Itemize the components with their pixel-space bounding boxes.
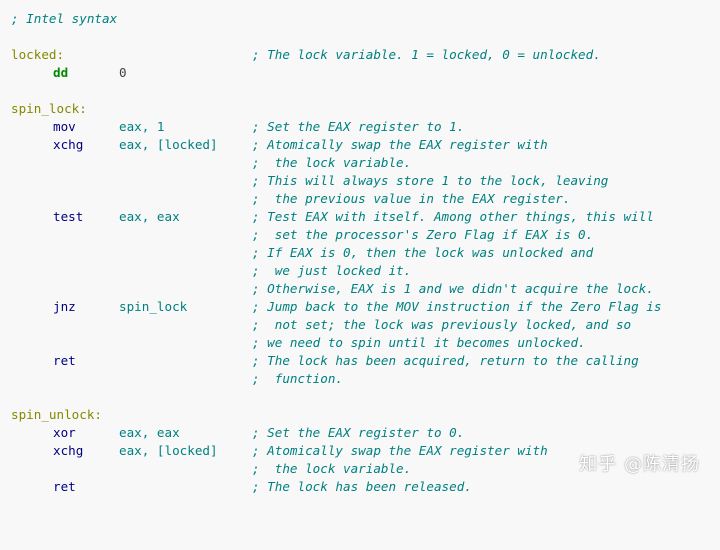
code-line: mov eax, 1 ; Set the EAX register to 1. bbox=[0, 118, 464, 136]
code-line: xor eax, eax ; Set the EAX register to 0… bbox=[0, 424, 464, 442]
asm-mnemonic: ret bbox=[53, 479, 76, 494]
asm-comment: ; Atomically swap the EAX register with bbox=[252, 137, 548, 152]
asm-comment: ; the lock variable. bbox=[252, 155, 412, 170]
code-line: xchg eax, [locked] ; Atomically swap the… bbox=[0, 136, 548, 154]
asm-comment: ; The lock has been released. bbox=[252, 479, 472, 494]
code-line: ; This will always store 1 to the lock, … bbox=[0, 172, 608, 190]
code-line: xchg eax, [locked] ; Atomically swap the… bbox=[0, 442, 548, 460]
asm-mnemonic: xor bbox=[53, 425, 76, 440]
asm-comment: ; Test EAX with itself. Among other thin… bbox=[252, 209, 654, 224]
code-line: ; set the processor's Zero Flag if EAX i… bbox=[0, 226, 593, 244]
asm-comment: ; Set the EAX register to 0. bbox=[252, 425, 465, 440]
asm-operand: eax, [locked] bbox=[119, 137, 218, 152]
asm-comment: ; Atomically swap the EAX register with bbox=[252, 443, 548, 458]
asm-operand: eax, [locked] bbox=[119, 443, 218, 458]
code-line: ; the lock variable. bbox=[0, 460, 411, 478]
asm-operand: spin_lock bbox=[119, 299, 188, 314]
code-line: ; the lock variable. bbox=[0, 154, 411, 172]
code-line: spin_unlock: bbox=[0, 406, 102, 424]
code-line: ret ; The lock has been acquired, return… bbox=[0, 352, 639, 370]
code-line: ; If EAX is 0, then the lock was unlocke… bbox=[0, 244, 593, 262]
asm-comment: ; the previous value in the EAX register… bbox=[252, 191, 571, 206]
asm-value: 0 bbox=[119, 65, 127, 80]
asm-comment: ; function. bbox=[252, 371, 343, 386]
asm-comment: ; not set; the lock was previously locke… bbox=[252, 317, 632, 332]
code-line: ; the previous value in the EAX register… bbox=[0, 190, 570, 208]
asm-mnemonic: jnz bbox=[53, 299, 76, 314]
asm-comment: ; This will always store 1 to the lock, … bbox=[252, 173, 609, 188]
asm-directive: dd bbox=[53, 65, 69, 80]
asm-mnemonic: test bbox=[53, 209, 84, 224]
asm-comment: ; set the processor's Zero Flag if EAX i… bbox=[252, 227, 594, 242]
asm-comment: ; Otherwise, EAX is 1 and we didn't acqu… bbox=[252, 281, 654, 296]
code-line: spin_lock: bbox=[0, 100, 87, 118]
asm-operand: eax, eax bbox=[119, 425, 180, 440]
asm-label: locked: bbox=[11, 47, 65, 62]
code-line: dd 0 bbox=[0, 64, 127, 82]
code-listing: ; Intel syntax locked: ; The lock variab… bbox=[0, 10, 661, 496]
code-line: ; Otherwise, EAX is 1 and we didn't acqu… bbox=[0, 280, 654, 298]
code-line: ; we just locked it. bbox=[0, 262, 411, 280]
watermark: 知乎 @陈清扬 bbox=[579, 454, 700, 475]
asm-comment: ; The lock has been acquired, return to … bbox=[252, 353, 639, 368]
code-line: ; we need to spin until it becomes unloc… bbox=[0, 334, 586, 352]
asm-comment: ; The lock variable. 1 = locked, 0 = unl… bbox=[252, 47, 601, 62]
asm-label: spin_lock: bbox=[11, 101, 87, 116]
asm-mnemonic: xchg bbox=[53, 137, 84, 152]
asm-operand: eax, 1 bbox=[119, 119, 165, 134]
code-line: locked: ; The lock variable. 1 = locked,… bbox=[0, 46, 601, 64]
asm-comment: ; we just locked it. bbox=[252, 263, 412, 278]
asm-comment: ; Set the EAX register to 1. bbox=[252, 119, 465, 134]
code-line: ; not set; the lock was previously locke… bbox=[0, 316, 631, 334]
code-line: test eax, eax ; Test EAX with itself. Am… bbox=[0, 208, 654, 226]
asm-mnemonic: ret bbox=[53, 353, 76, 368]
code-line: jnz spin_lock ; Jump back to the MOV ins… bbox=[0, 298, 661, 316]
asm-mnemonic: mov bbox=[53, 119, 76, 134]
asm-comment: ; we need to spin until it becomes unloc… bbox=[252, 335, 586, 350]
code-line: ; Intel syntax bbox=[0, 10, 117, 28]
asm-comment: ; If EAX is 0, then the lock was unlocke… bbox=[252, 245, 594, 260]
header-comment: ; Intel syntax bbox=[11, 11, 118, 26]
asm-comment: ; Jump back to the MOV instruction if th… bbox=[252, 299, 662, 314]
asm-label: spin_unlock: bbox=[11, 407, 102, 422]
code-line: ret ; The lock has been released. bbox=[0, 478, 472, 496]
asm-operand: eax, eax bbox=[119, 209, 180, 224]
asm-mnemonic: xchg bbox=[53, 443, 84, 458]
code-line: ; function. bbox=[0, 370, 343, 388]
asm-comment: ; the lock variable. bbox=[252, 461, 412, 476]
